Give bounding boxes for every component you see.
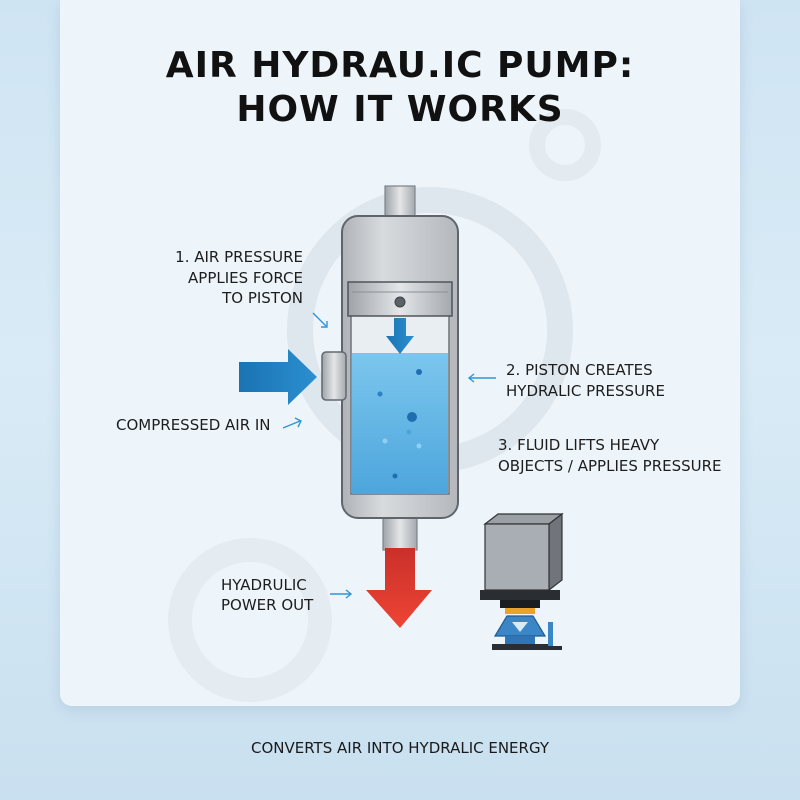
- step-2-line-2: HYDRALIC PRESSURE: [506, 382, 665, 400]
- weight-block: [484, 523, 550, 591]
- hydraulic-jack-icon: [480, 512, 564, 650]
- gear-icon: [529, 109, 601, 181]
- air-inlet-port: [321, 351, 347, 401]
- title-line-1: AIR HYDRAU.IC PUMP:: [165, 45, 635, 86]
- gear-icon: [168, 538, 332, 702]
- output-arrow: [366, 548, 432, 628]
- piston-force-arrow: [386, 318, 414, 354]
- compressed-air-label: COMPRESSED AIR IN: [116, 416, 271, 434]
- step-3-line-1: 3. FLUID LIFTS HEAVY: [498, 436, 660, 454]
- hydraulic-fluid: [352, 353, 448, 493]
- step-2-line-1: 2. PISTON CREATES: [506, 361, 653, 379]
- bottom-pipe: [382, 513, 418, 551]
- leader-arrows: [282, 312, 496, 599]
- air-inlet-arrow: [239, 349, 317, 405]
- step-3-line-2: OBJECTS / APPLIES PRESSURE: [498, 457, 722, 475]
- piston-bolt: [394, 296, 406, 308]
- output-label-line-2: POWER OUT: [221, 596, 314, 614]
- step-1-line-2: APPLIES FORCE: [188, 269, 303, 287]
- footer-caption: CONVERTS AIR INTO HYDRALIC ENERGY: [250, 739, 549, 757]
- step-1-line-3: TO PISTON: [222, 289, 303, 307]
- step-1-line-1: 1. AIR PRESSURE: [175, 248, 303, 266]
- output-label-line-1: HYADRULIC: [221, 576, 307, 594]
- top-pipe: [384, 185, 416, 221]
- fluid-bubbles: [377, 369, 422, 479]
- title-line-2: HOW IT WORKS: [236, 89, 564, 130]
